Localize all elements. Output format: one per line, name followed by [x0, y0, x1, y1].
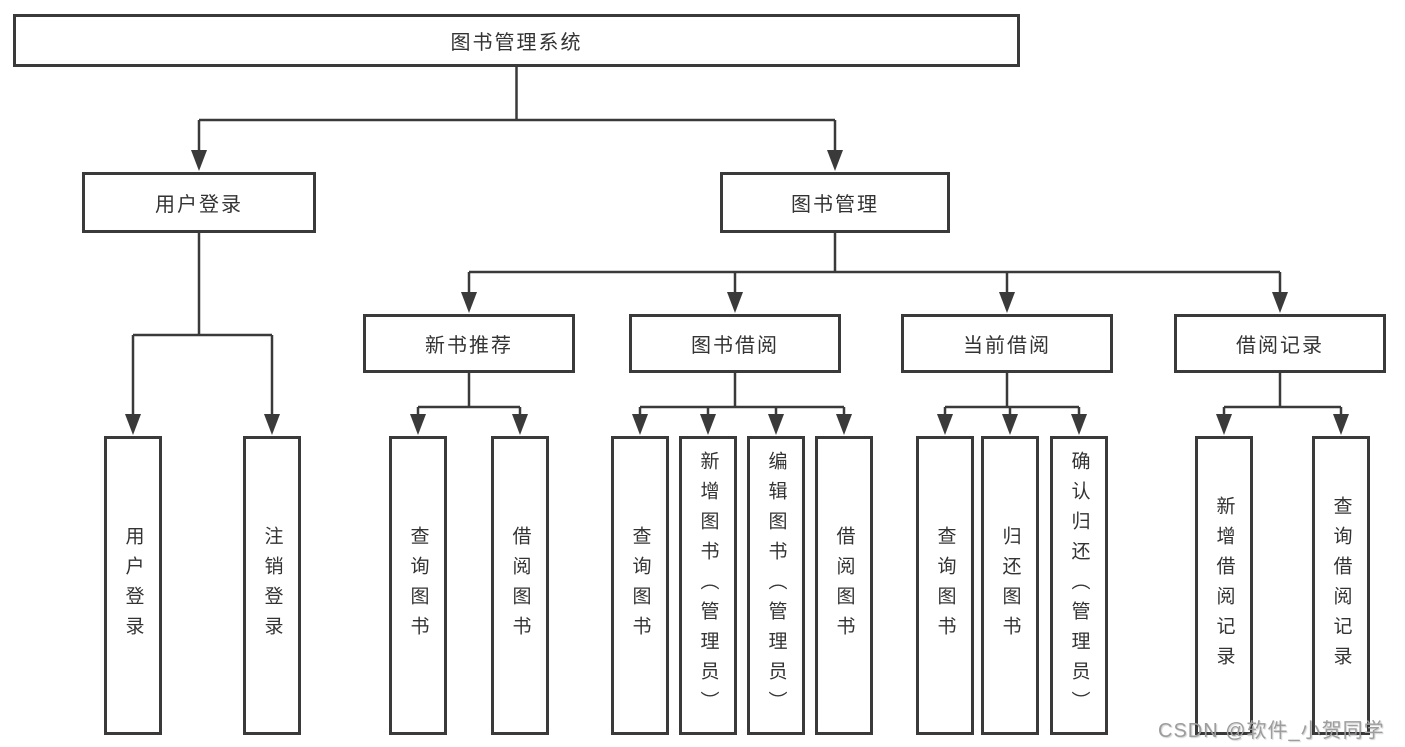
leaf-nb-query-books: 查询图书 [389, 436, 447, 735]
leaf-bb-edit-books-admin-label: 编辑图书（管理员） [765, 450, 787, 721]
arrow-to-current-borrow [999, 292, 1015, 313]
leaf-bb-borrow-books: 借阅图书 [815, 436, 873, 735]
arrow-to-bb-query-books [632, 414, 648, 435]
node-new-book-recommend: 新书推荐 [363, 314, 575, 373]
leaf-nb-query-books-label: 查询图书 [407, 525, 429, 646]
leaf-bb-add-books-admin-label: 新增图书（管理员） [697, 450, 719, 721]
connector-borrow-records-to-leaves [1216, 373, 1349, 435]
connector-current-borrow-to-leaves [937, 373, 1087, 435]
arrow-to-cb-confirm-return [1071, 414, 1087, 435]
node-book-management: 图书管理 [720, 172, 950, 233]
leaf-bb-edit-books-admin: 编辑图书（管理员） [747, 436, 805, 735]
leaf-cb-confirm-return-admin-label: 确认归还（管理员） [1068, 450, 1090, 721]
arrow-to-br-add-record [1216, 414, 1232, 435]
arrow-to-book-borrow [727, 292, 743, 313]
arrow-to-leaf-logout [264, 414, 280, 435]
connector-user-login-to-leaves [125, 233, 280, 435]
leaf-cb-query-books: 查询图书 [916, 436, 974, 735]
leaf-bb-query-books-label: 查询图书 [629, 525, 651, 646]
arrow-to-new-book-recommend [461, 292, 477, 313]
leaf-logout-label: 注销登录 [261, 525, 283, 646]
leaf-bb-query-books: 查询图书 [611, 436, 669, 735]
leaf-br-add-record: 新增借阅记录 [1195, 436, 1253, 735]
leaf-logout: 注销登录 [243, 436, 301, 735]
leaf-bb-add-books-admin: 新增图书（管理员） [679, 436, 737, 735]
arrow-to-nb-borrow-books [512, 414, 528, 435]
node-root-system: 图书管理系统 [13, 14, 1020, 67]
arrow-to-borrow-records [1272, 292, 1288, 313]
arrow-to-bb-edit-books [768, 414, 784, 435]
leaf-bb-borrow-books-label: 借阅图书 [833, 525, 855, 646]
leaf-nb-borrow-books-label: 借阅图书 [509, 525, 531, 646]
arrow-to-nb-query-books [410, 414, 426, 435]
leaf-br-add-record-label: 新增借阅记录 [1213, 495, 1235, 676]
leaf-nb-borrow-books: 借阅图书 [491, 436, 549, 735]
leaf-br-query-record-label: 查询借阅记录 [1330, 495, 1352, 676]
leaf-user-login-label: 用户登录 [122, 525, 144, 646]
arrow-to-br-query-record [1333, 414, 1349, 435]
leaf-cb-return-books-label: 归还图书 [999, 525, 1021, 646]
arrow-to-leaf-user-login [125, 414, 141, 435]
leaf-user-login: 用户登录 [104, 436, 162, 735]
arrow-to-cb-query-books [937, 414, 953, 435]
arrow-to-cb-return-books [1002, 414, 1018, 435]
connector-root-to-level2 [191, 67, 843, 171]
arrow-to-bb-add-books [700, 414, 716, 435]
arrow-to-book-management [827, 150, 843, 171]
connector-book-borrow-to-leaves [632, 373, 852, 435]
leaf-cb-return-books: 归还图书 [981, 436, 1039, 735]
node-book-borrow: 图书借阅 [629, 314, 841, 373]
watermark-text: CSDN @软件_小贺同学 [1158, 720, 1385, 742]
node-borrow-records: 借阅记录 [1174, 314, 1386, 373]
connector-new-book-recommend-to-leaves [410, 373, 528, 435]
arrow-to-user-login [191, 150, 207, 171]
arrow-to-bb-borrow-books [836, 414, 852, 435]
node-current-borrow: 当前借阅 [901, 314, 1113, 373]
node-user-login: 用户登录 [82, 172, 316, 233]
leaf-br-query-record: 查询借阅记录 [1312, 436, 1370, 735]
leaf-cb-query-books-label: 查询图书 [934, 525, 956, 646]
leaf-cb-confirm-return-admin: 确认归还（管理员） [1050, 436, 1108, 735]
connector-book-management-to-level3 [461, 233, 1288, 313]
